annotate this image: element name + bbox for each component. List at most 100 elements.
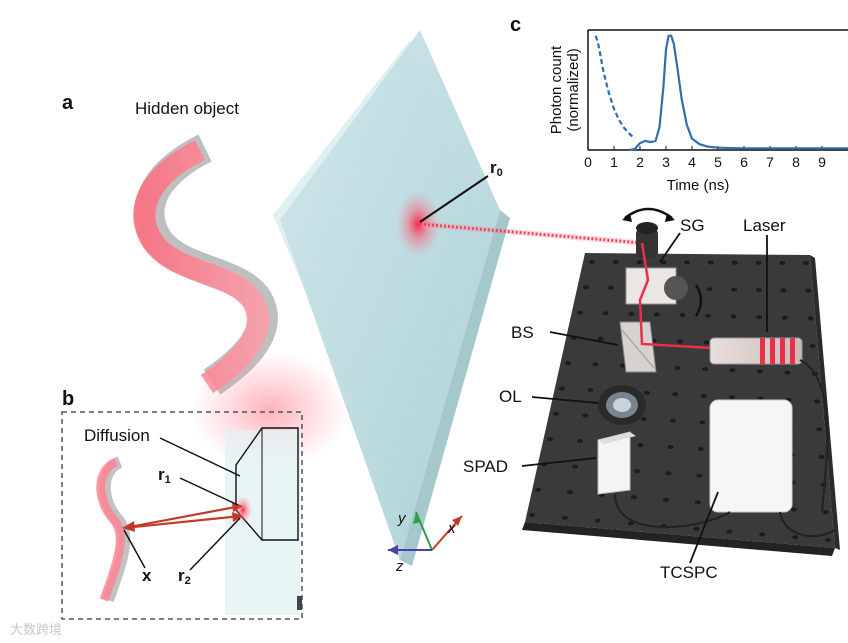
table-hole bbox=[637, 443, 644, 448]
table-hole bbox=[577, 439, 584, 444]
r2-base: r bbox=[178, 566, 185, 585]
axis-x-label: x bbox=[448, 520, 456, 537]
table-hole bbox=[814, 399, 820, 404]
chart-x-tick-label: 8 bbox=[792, 154, 800, 170]
table-hole bbox=[809, 344, 816, 349]
chart-series-solid bbox=[629, 34, 848, 152]
r0-leader-line bbox=[419, 175, 489, 223]
r0-label: r0 bbox=[490, 158, 503, 179]
table-hole bbox=[807, 316, 814, 321]
table-hole bbox=[729, 368, 736, 373]
axis-triad bbox=[388, 511, 463, 555]
chart-y-axis-label-line1: Photon count bbox=[548, 45, 565, 134]
bs-label: BS bbox=[511, 323, 534, 342]
panel-label-a: a bbox=[62, 92, 74, 114]
table-hole bbox=[602, 311, 609, 316]
r1-sub: 1 bbox=[164, 474, 171, 486]
table-hole bbox=[669, 418, 676, 423]
table-hole bbox=[784, 370, 791, 375]
table-hole bbox=[755, 260, 762, 265]
table-hole bbox=[607, 285, 614, 290]
table-hole bbox=[700, 393, 707, 398]
table-hole bbox=[679, 313, 686, 318]
table-hole bbox=[756, 315, 763, 320]
table-hole bbox=[805, 288, 812, 293]
chart-x-tick-label: 5 bbox=[714, 154, 722, 170]
table-hole bbox=[644, 390, 650, 395]
table-hole bbox=[792, 535, 799, 540]
table-hole bbox=[696, 473, 703, 478]
table-hole bbox=[592, 362, 599, 367]
r1-base: r bbox=[158, 465, 165, 484]
table-hole bbox=[699, 420, 706, 425]
r2-sub: 2 bbox=[184, 575, 191, 587]
chart-x-tick-label: 4 bbox=[688, 154, 696, 170]
sg-label: SG bbox=[680, 216, 705, 235]
diffusion-label: Diffusion bbox=[84, 426, 150, 445]
table-hole bbox=[589, 260, 595, 264]
table-hole bbox=[779, 260, 786, 265]
table-hole bbox=[535, 487, 541, 492]
x-point-label: x bbox=[142, 566, 152, 585]
table-hole bbox=[597, 336, 604, 341]
table-hole bbox=[553, 411, 559, 416]
axis-y-label: y bbox=[398, 510, 406, 527]
r0-sub: 0 bbox=[496, 167, 503, 179]
table-hole bbox=[587, 387, 594, 392]
table-hole bbox=[665, 471, 672, 476]
chart-x-tick-label: 6 bbox=[740, 154, 748, 170]
axis-z-label: z bbox=[396, 558, 404, 575]
table-hole bbox=[756, 369, 763, 374]
table-hole bbox=[630, 495, 637, 500]
table-hole bbox=[731, 287, 738, 292]
watermark: 大数跨境 bbox=[10, 622, 63, 637]
table-hole bbox=[684, 260, 691, 265]
spad-label: SPAD bbox=[463, 457, 509, 476]
chart-x-tick-label: 9 bbox=[818, 154, 826, 170]
inset-b-box bbox=[61, 411, 303, 620]
table-hole bbox=[640, 416, 647, 421]
table-hole bbox=[619, 363, 626, 368]
table-hole bbox=[706, 287, 713, 292]
table-hole bbox=[781, 315, 788, 320]
table-hole bbox=[566, 490, 573, 495]
cables bbox=[614, 359, 836, 538]
table-hole bbox=[559, 386, 565, 391]
objective-lens bbox=[598, 385, 646, 425]
chart-x-tick-label: 2 bbox=[636, 154, 644, 170]
table-hole bbox=[759, 532, 766, 537]
internal-beam bbox=[638, 242, 713, 350]
table-hole bbox=[662, 497, 669, 502]
table-hole bbox=[703, 340, 710, 345]
laser-beam-to-wall-halo bbox=[419, 221, 643, 246]
table-hole bbox=[731, 260, 738, 265]
table-hole bbox=[628, 311, 635, 316]
table-hole bbox=[636, 260, 643, 265]
table-hole bbox=[582, 413, 589, 418]
table-hole bbox=[694, 500, 701, 505]
chart-x-tick-label: 3 bbox=[662, 154, 670, 170]
table-hole bbox=[667, 445, 674, 450]
laser-beam-to-wall bbox=[419, 222, 643, 245]
table-hole bbox=[565, 361, 571, 366]
hidden-object-label: Hidden object bbox=[135, 99, 239, 118]
laser-spot bbox=[396, 190, 440, 258]
tcspc-module bbox=[709, 399, 793, 513]
beam-splitter-device bbox=[619, 321, 657, 373]
table-hole bbox=[612, 260, 619, 265]
table-hole bbox=[577, 310, 583, 315]
table-hole bbox=[705, 313, 711, 318]
r1-label: r1 bbox=[158, 465, 171, 486]
table-hole bbox=[755, 287, 762, 292]
table-hole bbox=[780, 288, 787, 293]
setup-leader-lines bbox=[521, 232, 768, 564]
table-hole bbox=[822, 510, 829, 515]
tcspc-label: TCSPC bbox=[660, 563, 718, 582]
chart-y-axis-label-line2: (normalized) bbox=[565, 48, 582, 131]
spad-detector bbox=[597, 431, 636, 495]
chart-x-tick-label: 0 bbox=[584, 154, 592, 170]
table-hole bbox=[707, 260, 714, 265]
hidden-object bbox=[133, 134, 278, 395]
